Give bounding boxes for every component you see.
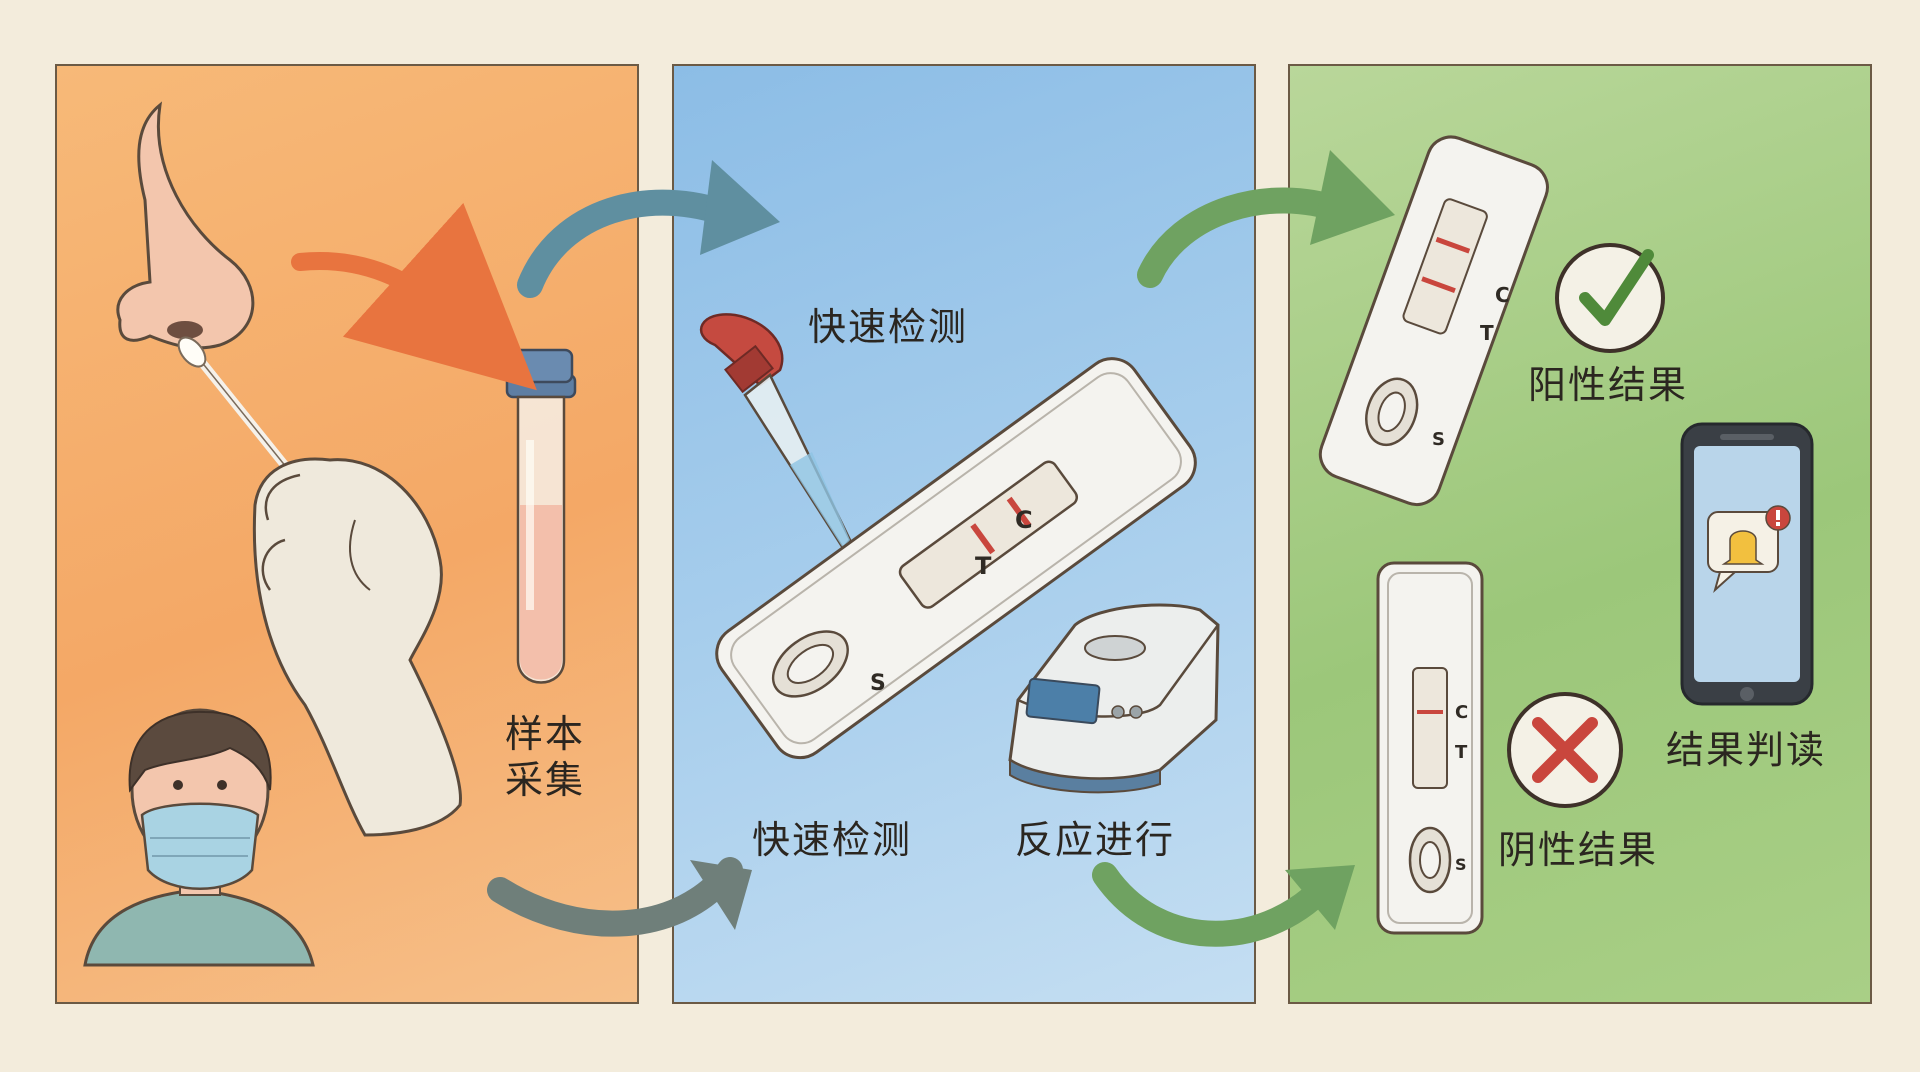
nose-illustration [116, 101, 255, 350]
reaction-label: 反应进行 [1015, 818, 1176, 862]
test-to-result-arrow-lower [1092, 862, 1343, 947]
cassette-mark-control: C [1015, 506, 1033, 534]
collect-to-test-arrowhead-lower [690, 860, 752, 930]
check-icon [1555, 243, 1665, 353]
collect-to-test-arrowhead-upper [700, 160, 780, 255]
positive-result-label: 阳性结果 [1528, 363, 1689, 407]
rapid-test-label-bottom: 快速检测 [752, 818, 913, 862]
gloved-hand-illustration [252, 457, 462, 837]
positive-mark-sample: S [1432, 429, 1445, 450]
cassette-mark-test: T [975, 552, 992, 580]
swab-icon [177, 336, 300, 483]
positive-mark-test: T [1480, 321, 1494, 345]
cross-icon [1507, 692, 1623, 808]
test-cassette-main: C T S [715, 357, 1197, 760]
negative-mark-sample: S [1455, 855, 1467, 874]
positive-mark-control: C [1495, 283, 1510, 307]
cassette-mark-sample: S [870, 671, 886, 696]
test-to-result-arrowhead-lower [1285, 865, 1355, 930]
sample-collection-label: 样本采集 [504, 712, 585, 802]
masked-child-illustration [83, 708, 315, 967]
sample-tube-icon [505, 348, 577, 684]
bell-icon [1721, 530, 1765, 565]
control-line [970, 523, 996, 555]
test-to-result-arrow-upper [1137, 187, 1353, 288]
negative-result-label: 阴性结果 [1498, 828, 1659, 872]
swab-to-tube-arrow [291, 202, 537, 391]
test-to-result-arrowhead-upper [1310, 150, 1395, 245]
result-reading-label: 结果判读 [1666, 728, 1827, 772]
collect-to-test-arrow-lower [487, 857, 743, 937]
test-line [1006, 496, 1032, 528]
smartphone-icon [1680, 422, 1814, 706]
rapid-test-label-top: 快速检测 [808, 305, 969, 349]
negative-mark-control: C [1455, 702, 1468, 723]
collect-to-test-arrow-upper [517, 189, 743, 298]
negative-mark-test: T [1455, 742, 1468, 763]
reaction-device-icon [1008, 603, 1220, 794]
positive-cassette: C T S [1318, 135, 1549, 507]
negative-cassette: C T S [1376, 561, 1484, 935]
